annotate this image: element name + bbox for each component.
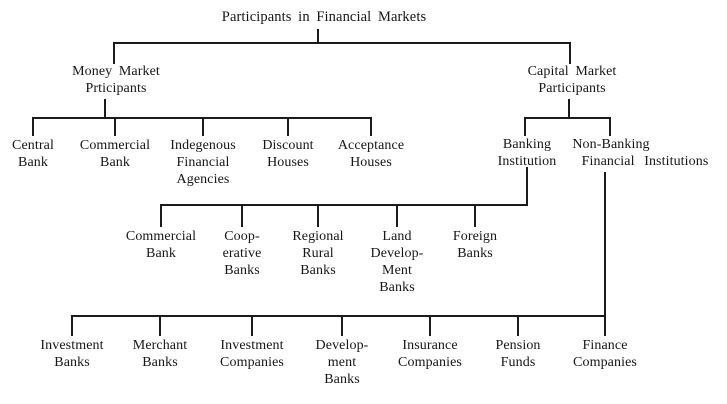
node-land-development-banks: Land Develop- Ment Banks [370,229,424,295]
connector-tick-development-banks [341,315,343,336]
connector-tick-investment-companies [251,315,253,336]
node-acceptance-houses: Acceptance Houses [337,138,405,170]
connector-tick-non-banking [609,117,611,136]
node-commercial-bank-mm: Commercial Bank [79,138,151,170]
node-discount-houses: Discount Houses [262,138,314,170]
connector-tick-foreign [474,204,476,227]
connector-tick-investment-banks [71,315,73,336]
connector-tick-land-development [396,204,398,227]
non-banking-label-line2: Financial Institutions [581,154,709,169]
connector-capital-market-bus [524,117,611,119]
connector-tick-insurance-companies [429,315,431,336]
node-investment-banks: Investment Banks [40,338,104,370]
connector-tick-commercial-bank-bi [160,204,162,227]
connector-tick-banking-institution [524,117,526,136]
connector-tick-commercial-bank-mm [114,117,116,136]
node-participants-root: Participants in Financial Markets [221,9,427,25]
connector-banking-bus [160,204,528,206]
node-merchant-banks: Merchant Banks [132,338,188,370]
connector-tick-indegenous [202,117,204,136]
node-finance-companies: Finance Companies [573,338,637,370]
connector-tick-cooperative [241,204,243,227]
connector-money-market-stub [113,42,115,64]
node-insurance-companies: Insurance Companies [398,338,462,370]
node-indegenous-financial-agencies: Indegenous Financial Agencies [170,138,236,187]
connector-tick-central-bank [32,117,34,136]
node-development-banks: Develop- ment Banks [315,338,369,387]
connector-tick-acceptance [370,117,372,136]
connector-banking-drop [526,167,528,206]
non-banking-label-line1: Non-Banking [572,137,650,152]
node-foreign-banks: Foreign Banks [452,229,498,261]
node-cooperative-banks: Coop- erative Banks [222,229,262,278]
connector-tick-regional-rural [317,204,319,227]
node-pension-funds: Pension Funds [495,338,541,370]
node-regional-rural-banks: Regional Rural Banks [292,229,344,278]
node-capital-market-participants: Capital Market Participants [527,64,617,96]
node-money-market-participants: Money Market Prticipants [72,64,160,96]
node-central-bank: Central Bank [12,138,54,170]
connector-capital-market-drop [568,99,570,119]
connector-money-market-drop [104,99,106,119]
connector-capital-market-stub [569,42,571,64]
connector-non-banking-drop [604,172,606,336]
connector-tick-discount [287,117,289,136]
connector-non-banking-bus [71,315,606,317]
node-commercial-bank-bi: Commercial Bank [125,229,197,261]
node-investment-companies: Investment Companies [220,338,284,370]
connector-tick-pension-funds [517,315,519,336]
connector-root-drop [317,29,319,44]
connector-top-bus [113,42,571,44]
node-banking-institution: Banking Institution [497,137,557,169]
connector-tick-merchant-banks [159,315,161,336]
